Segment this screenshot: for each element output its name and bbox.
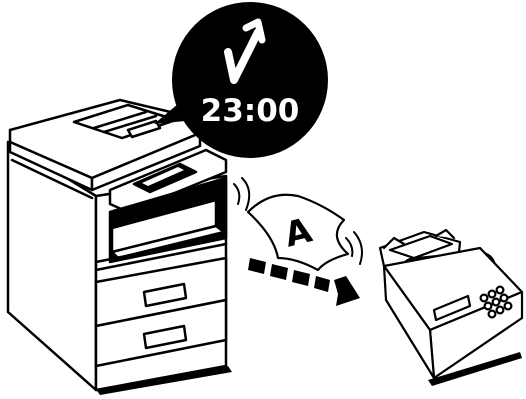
transmission-arrow bbox=[248, 258, 360, 306]
clock-time-text: 23:00 bbox=[201, 93, 300, 129]
receive-waves-icon bbox=[346, 232, 362, 264]
send-waves-icon bbox=[234, 178, 249, 210]
document-page: A bbox=[248, 195, 348, 270]
arrow-dash-2 bbox=[270, 264, 288, 280]
arrow-dash-3 bbox=[292, 270, 310, 286]
arrow-head bbox=[334, 276, 360, 306]
arrow-dash-4 bbox=[314, 276, 330, 292]
fax-machine bbox=[380, 230, 522, 386]
arrow-dash-1 bbox=[248, 258, 266, 274]
multifunction-printer bbox=[8, 100, 232, 395]
